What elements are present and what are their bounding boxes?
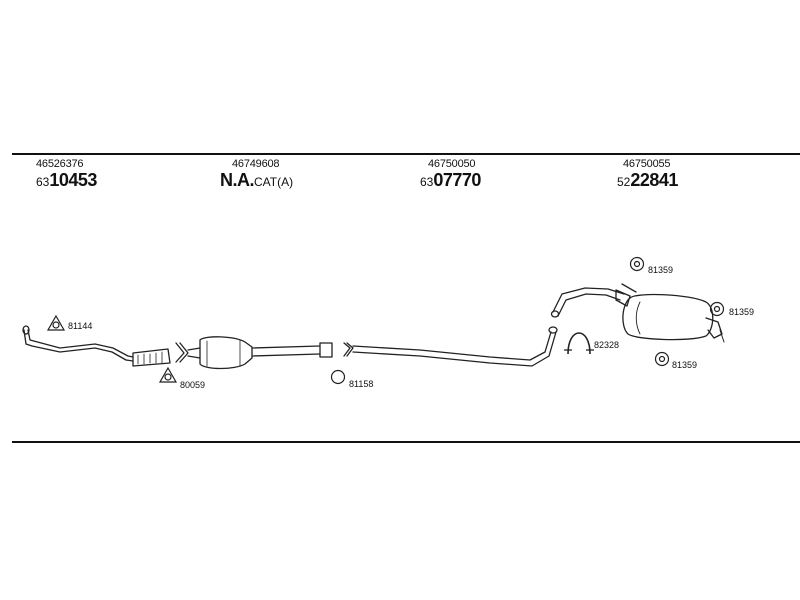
ring-label: 81158 (349, 379, 374, 389)
part-number-main: 10453 (49, 170, 97, 190)
part-number-main: 07770 (433, 170, 481, 190)
hanger-symbol-bottom (654, 351, 670, 367)
part-number: N.A.CAT(A) (220, 171, 293, 191)
ring-symbol (330, 369, 346, 385)
front-pipe (22, 325, 171, 367)
front-gasket-label: 81144 (68, 321, 93, 331)
part-number-prefix: 63 (420, 175, 434, 189)
flange-gasket-label: 80059 (180, 380, 206, 390)
oe-number: 46750055 (623, 158, 671, 170)
oe-number: 46526376 (36, 158, 84, 170)
oe-number: 46749608 (232, 158, 280, 170)
part-number-main: CAT(A) (254, 175, 294, 189)
middle-pipe (343, 326, 558, 367)
hanger-symbol-right (709, 301, 725, 317)
flange-gasket-symbol (158, 366, 178, 383)
clamp-label: 82328 (594, 340, 620, 350)
oe-number: 46750050 (428, 158, 476, 170)
catalytic-converter (175, 336, 333, 370)
bottom-divider (12, 441, 800, 443)
top-divider (12, 153, 800, 155)
part-front-pipe: 46526376 6310453 (36, 158, 97, 191)
rear-silencer (550, 283, 725, 343)
part-number-prefix: N.A. (220, 170, 255, 190)
part-number: 5222841 (617, 171, 678, 191)
part-middle-pipe: 46750050 6307770 (420, 158, 481, 191)
part-number: 6310453 (36, 171, 97, 191)
hanger-right-label: 81359 (729, 307, 755, 317)
hanger-symbol-top (629, 256, 645, 272)
hanger-bottom-label: 81359 (672, 360, 698, 370)
part-number-prefix: 63 (36, 175, 50, 189)
part-catalytic-converter: 46749608 N.A.CAT(A) (220, 158, 293, 191)
clamp-symbol (564, 332, 594, 355)
part-number: 6307770 (420, 171, 481, 191)
part-rear-silencer: 46750055 5222841 (617, 158, 678, 191)
hanger-top-label: 81359 (648, 265, 674, 275)
part-number-main: 22841 (630, 170, 678, 190)
front-gasket-symbol (46, 314, 66, 331)
part-number-prefix: 52 (617, 175, 631, 189)
